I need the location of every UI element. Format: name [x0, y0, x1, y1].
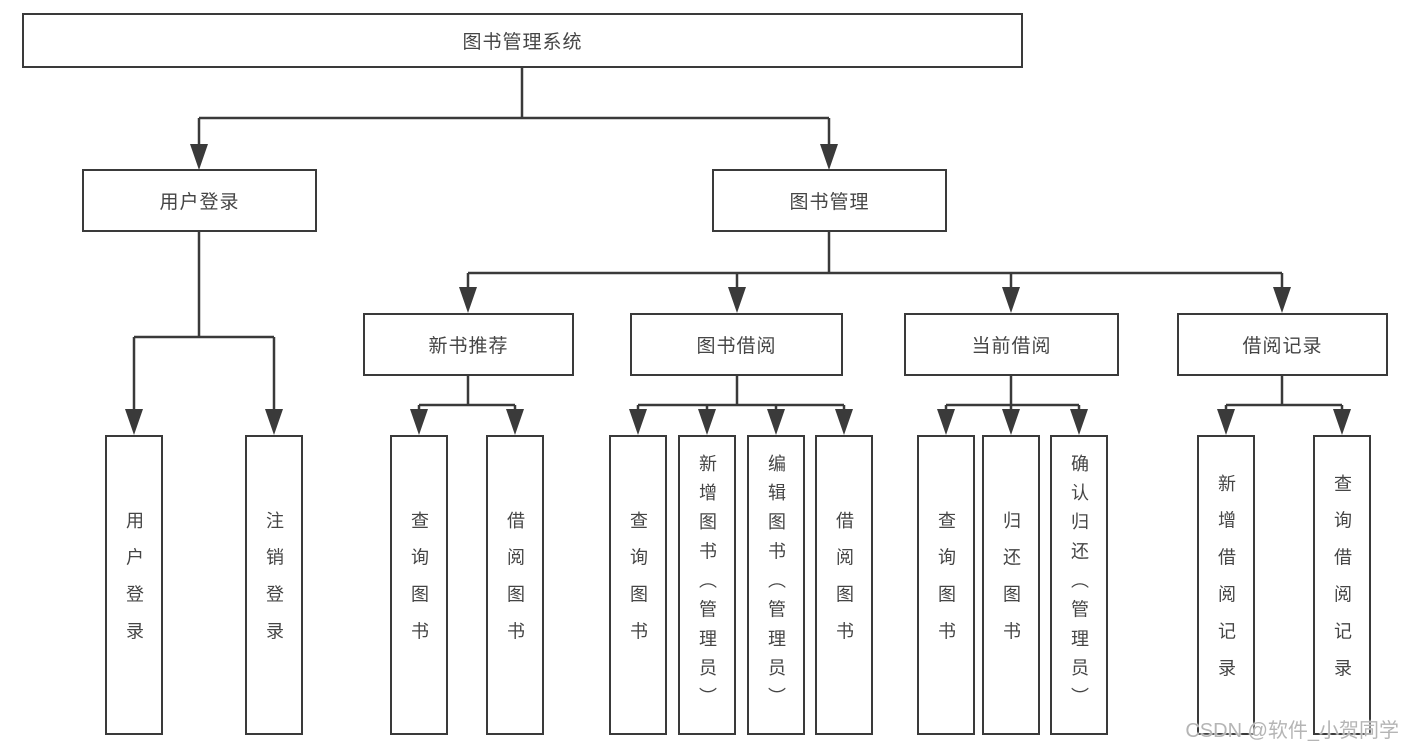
node-book-borrow: 图书借阅	[630, 313, 843, 376]
node-user-login: 用户登录	[82, 169, 317, 232]
leaf-label: 编辑图书（管理员）	[766, 453, 786, 717]
leaf-label: 归还图书	[1001, 511, 1021, 659]
leaf-label: 新增借阅记录	[1216, 474, 1236, 696]
node-label: 用户登录	[159, 192, 240, 213]
node-book-management: 图书管理	[712, 169, 947, 232]
node-label: 新书推荐	[428, 336, 509, 357]
leaf-confirm-return-admin: 确认归还（管理员）	[1050, 435, 1108, 735]
leaf-query-books-recommend: 查询图书	[390, 435, 448, 735]
leaf-label: 查询图书	[936, 511, 956, 659]
leaf-label: 新增图书（管理员）	[697, 453, 717, 717]
connector-lines	[132, 68, 1344, 412]
leaf-return-book: 归还图书	[982, 435, 1040, 735]
leaf-label: 查询图书	[628, 511, 648, 659]
node-label: 借阅记录	[1242, 336, 1323, 357]
leaf-label: 查询借阅记录	[1332, 474, 1352, 696]
leaf-label: 注销登录	[264, 511, 284, 659]
node-label: 图书借阅	[696, 336, 777, 357]
leaf-label: 借阅图书	[834, 511, 854, 659]
leaf-label: 查询图书	[409, 511, 429, 659]
leaf-user-login: 用户登录	[105, 435, 163, 735]
leaf-borrow-books-recommend: 借阅图书	[486, 435, 544, 735]
leaf-add-book-admin: 新增图书（管理员）	[678, 435, 736, 735]
node-label: 当前借阅	[971, 336, 1052, 357]
leaf-logout: 注销登录	[245, 435, 303, 735]
leaf-borrow-books: 借阅图书	[815, 435, 873, 735]
node-current-borrow: 当前借阅	[904, 313, 1119, 376]
arrowheads	[125, 144, 1351, 435]
leaf-query-books-current: 查询图书	[917, 435, 975, 735]
leaf-query-borrow-record: 查询借阅记录	[1313, 435, 1371, 735]
node-new-book-recommend: 新书推荐	[363, 313, 574, 376]
leaf-add-borrow-record: 新增借阅记录	[1197, 435, 1255, 735]
node-borrow-records: 借阅记录	[1177, 313, 1388, 376]
node-root-label: 图书管理系统	[462, 32, 583, 53]
leaf-query-books-borrow: 查询图书	[609, 435, 667, 735]
leaf-label: 借阅图书	[505, 511, 525, 659]
leaf-edit-book-admin: 编辑图书（管理员）	[747, 435, 805, 735]
node-root: 图书管理系统	[22, 13, 1023, 68]
csdn-watermark: CSDN @软件_小贺同学	[1185, 720, 1399, 742]
leaf-label: 用户登录	[124, 511, 144, 659]
node-label: 图书管理	[789, 192, 870, 213]
leaf-label: 确认归还（管理员）	[1069, 453, 1089, 717]
